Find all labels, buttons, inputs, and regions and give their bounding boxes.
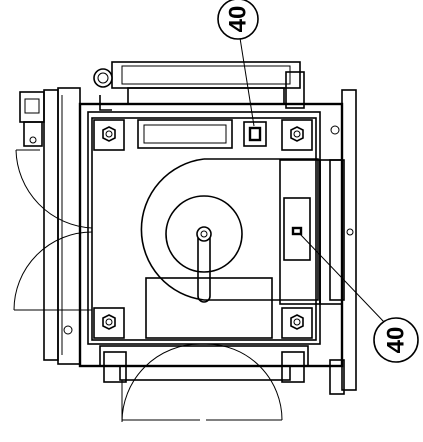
top-hinge <box>93 61 305 111</box>
right-panel <box>279 89 357 395</box>
callout-leaders <box>239 37 385 323</box>
bolt-icon <box>290 126 304 142</box>
bolt-icon <box>102 126 116 142</box>
top-panels <box>137 119 267 149</box>
callout-label: 40 <box>382 327 409 354</box>
left-door-swing <box>13 149 93 311</box>
knob-icon <box>196 226 212 242</box>
latch-icon <box>19 91 45 123</box>
callout-top: 40 <box>217 0 259 40</box>
bottom-hinge <box>99 343 309 423</box>
rotary-dial <box>140 158 319 339</box>
knob-icon <box>93 68 113 88</box>
callout-label: 40 <box>224 6 251 33</box>
callout-bottom: 40 <box>373 317 419 363</box>
bolt-icon <box>102 314 116 330</box>
corner-bolts <box>93 119 313 339</box>
left-latch <box>19 87 81 365</box>
bolt-icon <box>290 314 304 330</box>
